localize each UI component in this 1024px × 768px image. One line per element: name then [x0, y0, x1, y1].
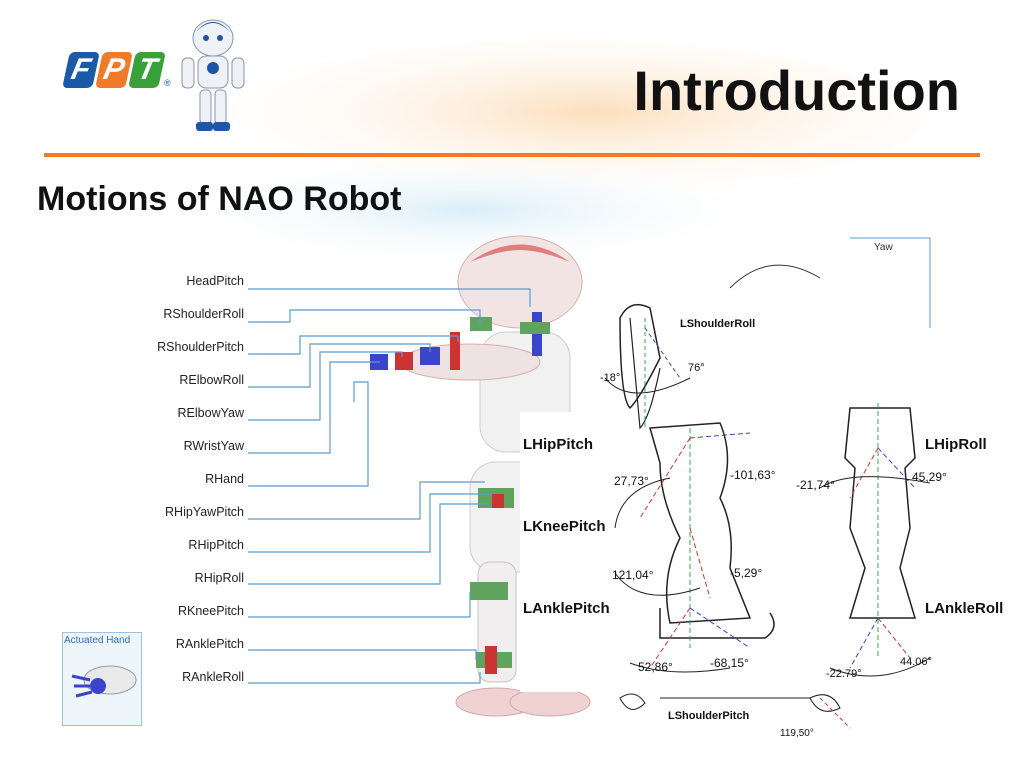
joint-label-rwristyaw: RWristYaw: [183, 439, 244, 453]
ankle-roll-min-angle: -22.79°: [826, 668, 862, 680]
slide-subtitle: Motions of NAO Robot: [37, 180, 402, 218]
hip-pitch-max-angle: -101,63°: [730, 468, 776, 482]
ankle-roll-max-angle: 44.06°: [900, 656, 932, 668]
hip-roll-max-angle: 45,29°: [912, 470, 947, 484]
joint-label-rhipyawpitch: RHipYawPitch: [165, 505, 244, 519]
joint-label-rshoulderpitch: RShoulderPitch: [157, 340, 244, 354]
joint-label-ranklepitch: RAnklePitch: [175, 637, 244, 651]
joint-label-rhiproll: RHipRoll: [194, 571, 244, 585]
joint-label-rshoulderroll: RShoulderRoll: [163, 307, 244, 321]
logo-registered-mark: ®: [164, 78, 171, 88]
fpt-logo: F P T ®: [62, 52, 171, 96]
slide-title: Introduction: [633, 59, 960, 122]
logo-letter-p: P: [95, 52, 133, 88]
yaw-label: Yaw: [874, 242, 893, 253]
shoulder-pitch-angle: 119,50°: [780, 728, 814, 739]
joint-label-relbowroll: RElbowRoll: [179, 373, 244, 387]
lshoulderroll-min-angle: -18°: [600, 372, 621, 384]
joint-label-rhippitch: RHipPitch: [188, 538, 244, 552]
joint-label-rankleroll: RAnkleRoll: [182, 670, 244, 684]
lshoulderroll-label: LShoulderRoll: [680, 318, 756, 330]
hip-pitch-min-angle: 27,73°: [614, 474, 649, 488]
joint-label-relbowyaw: RElbowYaw: [177, 406, 244, 420]
logo-letter-t: T: [128, 52, 166, 88]
lhiproll-label: LHipRoll: [925, 436, 987, 453]
knee-pitch-min-angle: -5,29°: [730, 566, 763, 580]
joint-label-rhand: RHand: [205, 472, 244, 486]
lkneepitch-label: LKneePitch: [523, 518, 606, 535]
hip-roll-min-angle: -21,74°: [796, 478, 835, 492]
actuated-hand-label: Actuated Hand: [64, 635, 131, 646]
joint-label-rkneepitch: RKneePitch: [177, 604, 244, 618]
leg-joint-range-diagram: [520, 237, 1024, 748]
joint-label-headpitch: HeadPitch: [186, 274, 244, 288]
lanklepitch-label: LAnklePitch: [523, 600, 610, 617]
actuated-hand-image: [71, 665, 137, 698]
lhippitch-label: LHipPitch: [523, 436, 593, 453]
logo-letter-f: F: [62, 52, 100, 88]
knee-pitch-max-angle: 121,04°: [612, 568, 654, 582]
ankle-pitch-max-angle: 52,86°: [638, 660, 673, 674]
ankle-pitch-min-angle: -68,15°: [710, 656, 749, 670]
nao-mascot-image: [181, 19, 245, 131]
lshoulderroll-max-angle: 76°: [688, 362, 705, 374]
title-divider: [44, 153, 980, 157]
background-swoosh: [200, 40, 920, 260]
lshoulderpitch-label: LShoulderPitch: [668, 710, 750, 722]
lankleroll-label: LAnkleRoll: [925, 600, 1004, 617]
